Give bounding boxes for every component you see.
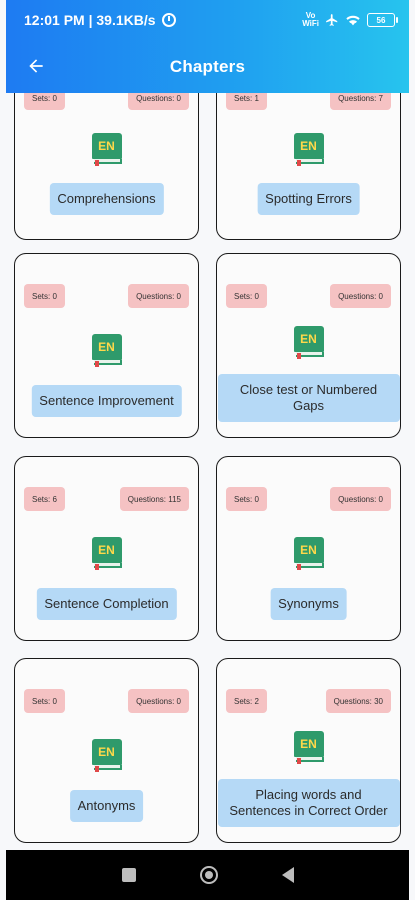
english-book-icon: EN [293,326,324,359]
chapter-name: Sentence Completion [36,588,177,620]
chapter-name: Antonyms [69,790,144,822]
system-nav-bar [6,850,409,900]
battery-icon: 56 [367,13,398,27]
home-button[interactable] [199,866,218,884]
sets-badge: Sets: 0 [226,284,267,308]
chapter-card-antonyms[interactable]: Sets: 0 Questions: 0 EN Antonyms [14,658,199,843]
chapter-name: Spotting Errors [257,183,360,215]
status-bar: 12:01 PM | 39.1KB/s Vo WiFi 56 [6,0,409,40]
questions-badge: Questions: 7 [330,93,391,110]
chapter-name: Synonyms [270,588,347,620]
top-bar: 12:01 PM | 39.1KB/s Vo WiFi 56 Chapters [6,0,409,93]
chapter-card-synonyms[interactable]: Sets: 0 Questions: 0 EN Synonyms [216,456,401,641]
english-book-icon: EN [293,537,324,570]
english-book-icon: EN [91,537,122,570]
sets-badge: Sets: 0 [226,487,267,511]
english-book-icon: EN [91,133,122,166]
chapter-card-placing-words[interactable]: Sets: 2 Questions: 30 EN Placing words a… [216,658,401,843]
english-book-icon: EN [91,334,122,367]
back-button[interactable] [22,52,50,80]
recents-button[interactable] [121,868,136,882]
status-right: Vo WiFi 56 [302,11,398,28]
sets-badge: Sets: 2 [226,689,267,713]
status-time-speed: 12:01 PM | 39.1KB/s [24,12,156,28]
status-left: 12:01 PM | 39.1KB/s [24,12,176,28]
arrow-left-icon [29,59,43,73]
sets-badge: Sets: 6 [24,487,65,511]
airplane-icon [326,14,338,26]
questions-badge: Questions: 115 [119,487,189,511]
english-book-icon: EN [293,731,324,764]
vowifi-label: Vo WiFi [302,11,319,28]
questions-badge: Questions: 0 [330,284,391,308]
sets-badge: Sets: 0 [24,689,65,713]
questions-badge: Questions: 0 [128,284,189,308]
system-back-button[interactable] [281,867,294,883]
questions-badge: Questions: 30 [325,689,391,713]
chapter-card-sentence-completion[interactable]: Sets: 6 Questions: 115 EN Sentence Compl… [14,456,199,641]
chapter-card-close-test[interactable]: Sets: 0 Questions: 0 EN Close test or Nu… [216,253,401,438]
questions-badge: Questions: 0 [128,93,189,110]
sets-badge: Sets: 0 [24,93,65,110]
chapter-name: Comprehensions [49,183,164,215]
english-book-icon: EN [293,133,324,166]
questions-badge: Questions: 0 [128,689,189,713]
sets-badge: Sets: 1 [226,93,267,110]
page-title: Chapters [169,56,246,76]
chapter-name: Placing words and Sentences in Correct O… [217,779,400,827]
chapter-name: Close test or Numbered Gaps [217,374,400,422]
chapter-name: Sentence Improvement [31,385,182,417]
sets-badge: Sets: 0 [24,284,65,308]
questions-badge: Questions: 0 [330,487,391,511]
wifi-icon [346,15,360,26]
chapters-list[interactable]: Sets: 0 Questions: 0 EN Comprehensions S… [6,93,409,850]
alarm-icon [161,13,176,27]
chapter-card-comprehensions[interactable]: Sets: 0 Questions: 0 EN Comprehensions [14,93,199,240]
chapter-card-spotting-errors[interactable]: Sets: 1 Questions: 7 EN Spotting Errors [216,93,401,240]
english-book-icon: EN [91,739,122,772]
app-bar: Chapters [6,40,409,93]
chapter-card-sentence-improvement[interactable]: Sets: 0 Questions: 0 EN Sentence Improve… [14,253,199,438]
